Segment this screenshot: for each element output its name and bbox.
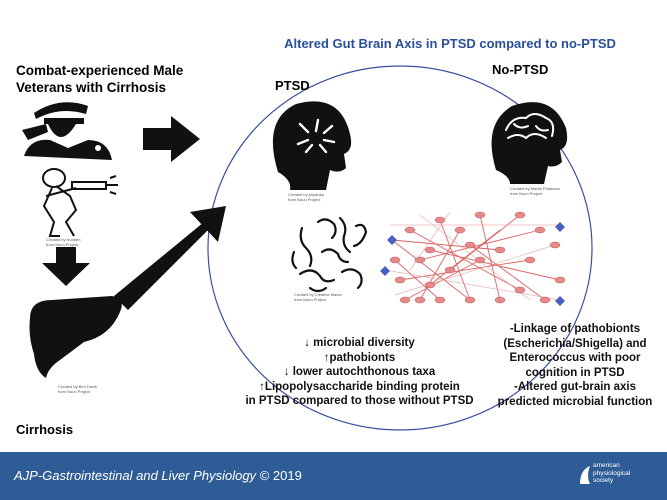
finding-line: ↑Lipopolysaccharide binding protein xyxy=(259,380,460,393)
linkage-line: predicted microbial function xyxy=(497,395,653,408)
finding-line: ↑pathobionts xyxy=(323,351,396,364)
linkage-text: -Linkage of pathobionts (Escherichia/Shi… xyxy=(486,322,664,409)
cirrhosis-label: Cirrhosis xyxy=(16,422,74,437)
aps-logo-icon xyxy=(580,466,590,484)
credit-ptsd-head: Created by priyanka from Noun Project xyxy=(288,192,324,202)
credit-liver: Created by Ben Davis from Noun Project xyxy=(58,384,97,394)
black-arrow-right-icon xyxy=(143,116,200,162)
black-arrow-down-icon xyxy=(42,247,90,286)
linkage-line: (Escherichia/Shigella) and xyxy=(503,337,647,350)
microbes-icon xyxy=(291,216,368,293)
ptsd-ellipse xyxy=(207,65,593,431)
group-label: Combat-experienced Male Veterans with Ci… xyxy=(16,62,206,96)
group-label-line-1: Combat-experienced Male xyxy=(16,63,184,78)
findings-text: ↓ microbial diversity ↑pathobionts ↓ low… xyxy=(232,336,487,409)
linkage-line: -Linkage of pathobionts xyxy=(509,323,641,335)
diagram-canvas xyxy=(22,65,593,431)
black-arrow-diagonal-icon xyxy=(114,206,226,310)
kneeling-soldier-icon xyxy=(42,168,118,237)
linkage-line: cognition in PTSD xyxy=(525,366,625,379)
microbial-network-diagram xyxy=(380,211,566,306)
figure-title: Altered Gut Brain Axis in PTSD compared … xyxy=(284,36,616,51)
linkage-line: Enterococcus with poor xyxy=(509,352,641,364)
ptsd-head-icon xyxy=(272,101,352,190)
linkage-line: -Altered gut-brain axis xyxy=(513,381,637,393)
credit-microbes: Created by Creative Mania from Noun Proj… xyxy=(294,292,342,302)
saluting-soldier-icon xyxy=(22,102,112,160)
healthy-head-icon xyxy=(491,102,568,184)
liver-icon xyxy=(29,296,122,378)
footer-bar xyxy=(0,452,667,500)
credit-soldier: Created by Kunden from Noun Project xyxy=(46,237,81,247)
journal-citation: AJP-Gastrointestinal and Liver Physiolog… xyxy=(14,468,302,483)
credit-noptsd-head: Created by Marek Polakovic from Noun Pro… xyxy=(510,186,561,196)
society-logo-text: american physiological society xyxy=(593,462,631,484)
ptsd-label: PTSD xyxy=(275,78,310,93)
no-ptsd-label: No-PTSD xyxy=(492,62,549,77)
finding-line: in PTSD compared to those without PTSD xyxy=(245,395,474,407)
finding-line: ↓ lower autochthonous taxa xyxy=(283,366,436,378)
copyright: © 2019 xyxy=(259,468,302,483)
finding-line: ↓ microbial diversity xyxy=(304,337,415,349)
journal-name: AJP-Gastrointestinal and Liver Physiolog… xyxy=(14,468,257,483)
group-label-line-2: Veterans with Cirrhosis xyxy=(16,80,167,95)
